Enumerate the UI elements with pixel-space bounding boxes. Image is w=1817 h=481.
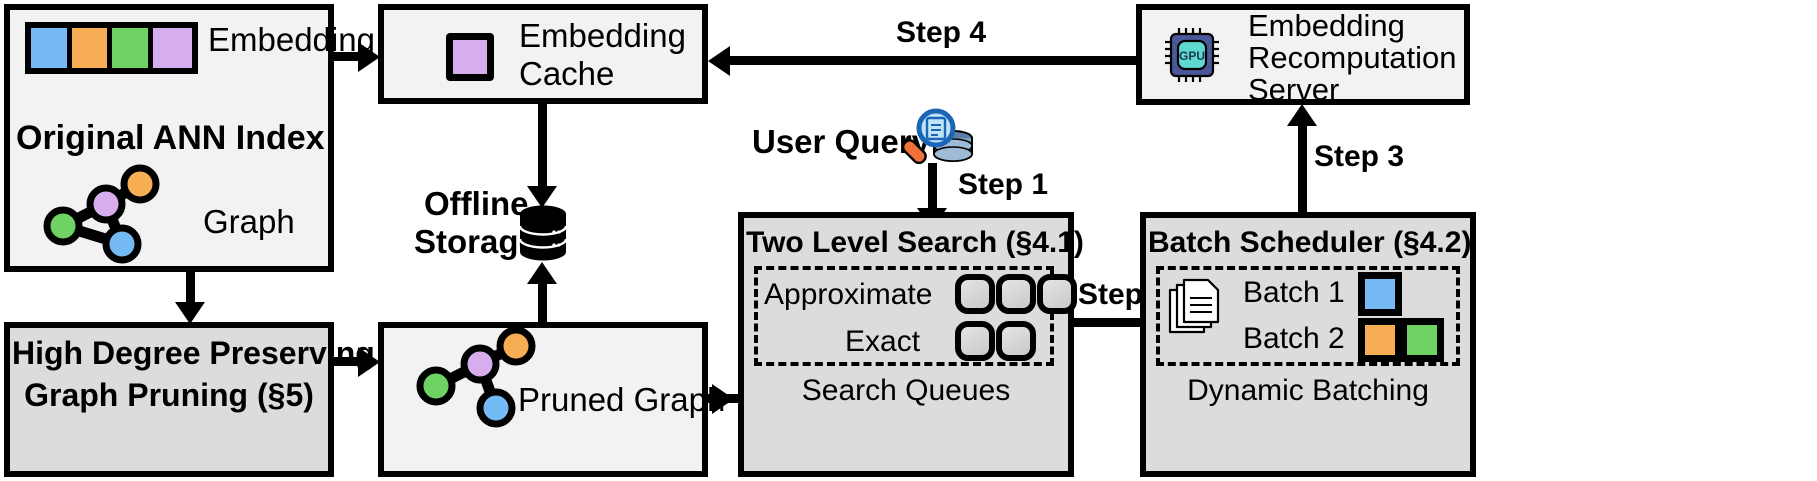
- embedding-cell-purple: [152, 28, 192, 68]
- step1-label: Step 1: [958, 168, 1049, 201]
- batch-1-label: Batch 1: [1243, 276, 1345, 309]
- embedding-cell-orange: [71, 28, 113, 68]
- arrow-cache-to-storage-line: [538, 104, 547, 192]
- arrow-index-to-pruning-line: [186, 272, 195, 308]
- embedding-cell-blue: [31, 28, 72, 68]
- offline-storage-label-line2: Storage: [414, 223, 537, 260]
- approximate-label: Approximate: [764, 278, 933, 311]
- graph-pruning-box: [4, 322, 334, 477]
- search-document-database-icon: [901, 108, 973, 165]
- arrow-scheduler-to-server-line: [1298, 125, 1307, 212]
- arrow-pruned-to-storage-line: [538, 272, 547, 322]
- documents-stack-icon: [1168, 278, 1220, 334]
- arrow-index-to-cache-head: [358, 42, 380, 72]
- batch-2-chip-orange: [1358, 318, 1402, 362]
- original-ann-index-title: Original ANN Index: [16, 119, 325, 157]
- approximate-queue-slot[interactable]: [955, 274, 995, 314]
- graph-pruning-title-line2: Graph Pruning (§5): [24, 377, 314, 413]
- gpu-chip-icon: GPU: [1165, 28, 1219, 82]
- arrow-index-to-pruning-head: [175, 302, 205, 324]
- embedding-cache-box: [378, 4, 708, 104]
- approximate-queue-slot[interactable]: [1037, 274, 1077, 314]
- original-graph-illustration: [43, 164, 160, 264]
- arrow-pruned-to-search-head: [712, 384, 734, 414]
- arrow-query-to-search-line: [928, 163, 937, 215]
- offline-storage-label-line1: Offline: [424, 185, 529, 222]
- embedding-label: Embedding: [208, 21, 375, 58]
- svg-text:GPU: GPU: [1179, 49, 1205, 63]
- arrow-server-to-cache-line: [726, 56, 1138, 65]
- dynamic-batching-group: [1156, 266, 1460, 366]
- batch-1-chip-blue: [1358, 272, 1402, 316]
- arrow-pruning-to-pruned-line: [334, 357, 366, 366]
- batch-scheduler-title: Batch Scheduler (§4.2): [1148, 226, 1472, 259]
- pruned-graph-illustration: [416, 326, 536, 428]
- arrow-scheduler-to-server-head: [1287, 104, 1317, 126]
- embedding-cell-green: [112, 28, 153, 68]
- embedding-cache-label-line1: Embedding: [519, 17, 686, 54]
- recomputation-server-label-line1: Embedding: [1248, 8, 1405, 43]
- arrow-server-to-cache-head: [708, 46, 730, 76]
- pruned-graph-label: Pruned Graph: [518, 381, 726, 418]
- step3-label: Step 3: [1314, 140, 1405, 173]
- exact-label: Exact: [845, 325, 921, 358]
- purple-square-icon: [446, 33, 494, 81]
- database-cylinder-icon: [518, 205, 568, 261]
- arrow-search-to-scheduler-line: [1074, 318, 1164, 327]
- exact-queue-slot[interactable]: [996, 321, 1036, 361]
- dynamic-batching-footer: Dynamic Batching: [1187, 374, 1429, 407]
- arrow-pruning-to-pruned-head: [358, 347, 380, 377]
- exact-queue-slot[interactable]: [955, 321, 995, 361]
- approximate-queue-slot[interactable]: [996, 274, 1036, 314]
- arrow-pruned-to-storage-head: [527, 262, 557, 284]
- batch-2-label: Batch 2: [1243, 322, 1345, 355]
- recomputation-server-label-line3: Server: [1248, 72, 1340, 107]
- embedding-strip: [25, 22, 198, 74]
- recomputation-server-label-line2: Recomputation: [1248, 40, 1457, 75]
- batch-2-chip-green: [1400, 318, 1444, 362]
- graph-label: Graph: [203, 203, 295, 240]
- step4-label: Step 4: [896, 16, 987, 49]
- search-queues-group: [754, 266, 1054, 366]
- search-queues-footer: Search Queues: [801, 374, 1011, 407]
- arrow-index-to-cache-line: [334, 52, 366, 61]
- two-level-search-title: Two Level Search (§4.1): [746, 226, 1084, 259]
- arrow-cache-to-storage-head: [527, 186, 557, 208]
- embedding-cache-label-line2: Cache: [519, 55, 615, 92]
- graph-pruning-title-line1: High Degree Preserving: [12, 335, 375, 371]
